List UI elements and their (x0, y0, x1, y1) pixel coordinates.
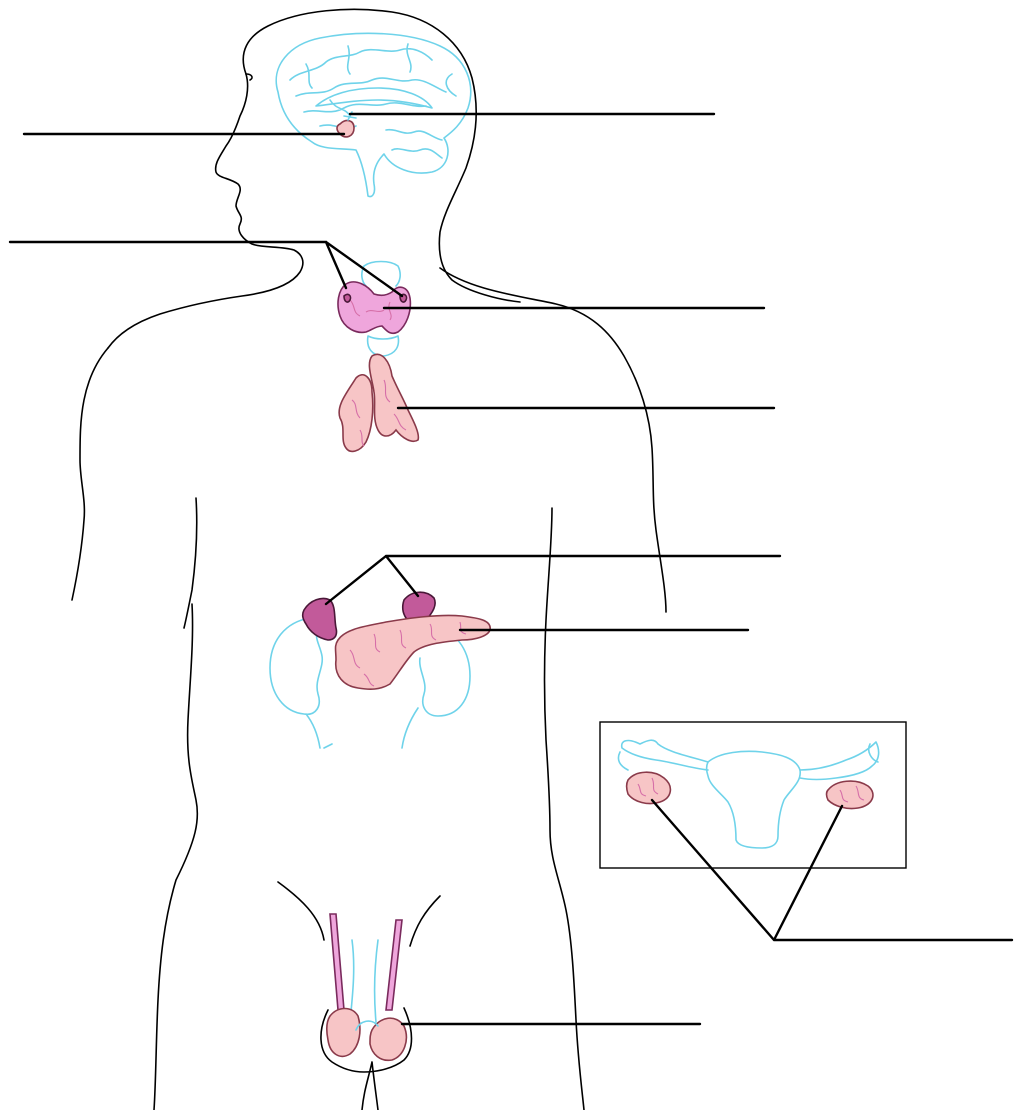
right-vas-deferens (386, 920, 402, 1010)
left-testis (327, 1009, 360, 1057)
left-fallopian-tube (618, 740, 708, 770)
inner-leg (362, 1062, 378, 1110)
left-ovary (627, 772, 671, 803)
face-profile (108, 74, 303, 348)
left-vas-deferens (330, 914, 344, 1010)
right-ovary (827, 781, 873, 808)
leader-lines (10, 114, 1012, 1024)
body-outline (72, 9, 666, 1110)
pancreas (336, 615, 491, 689)
ovary-inset (600, 722, 906, 868)
leader-adrenal (326, 556, 780, 604)
thymus-left-lobe (339, 375, 373, 452)
penis-outline (350, 940, 378, 1022)
thymus-right-lobe (369, 354, 418, 441)
leader-ovary (652, 800, 1012, 940)
right-torso (545, 508, 585, 1110)
uterus-outline (707, 751, 801, 848)
adrenal-left (303, 598, 337, 640)
thymus-gland (339, 354, 418, 451)
testes (321, 914, 412, 1072)
brain-gyri (290, 44, 456, 158)
groin-outline (278, 882, 440, 946)
left-torso (154, 498, 197, 1110)
right-shoulder-arm (440, 268, 666, 612)
left-kidney-outline (270, 618, 322, 748)
right-fallopian-tube (800, 742, 879, 780)
left-shoulder-arm (72, 348, 108, 600)
pancreas-shape (336, 615, 491, 689)
parathyroid-left (344, 294, 351, 302)
